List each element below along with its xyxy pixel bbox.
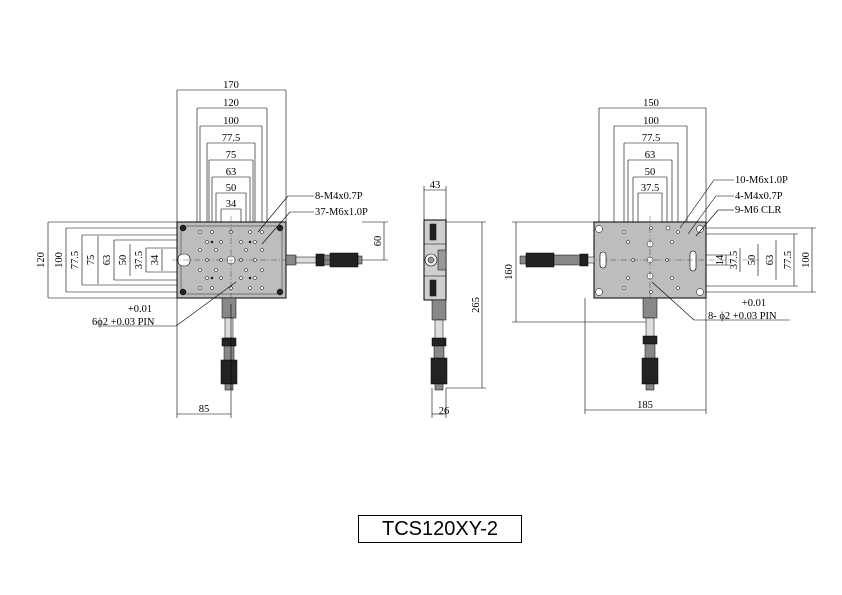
front-ldim-63: 63 (102, 255, 113, 266)
back-dim-37-5: 37.5 (641, 183, 659, 194)
back-bottom-micrometer (641, 297, 659, 391)
back-rdim-50: 50 (747, 255, 758, 266)
back-ldim-160: 160 (504, 264, 515, 280)
front-ldim-100: 100 (54, 252, 65, 268)
front-dim-50: 50 (226, 183, 237, 194)
front-left-dimensions: 120 100 77.5 75 63 50 37.5 34 (36, 221, 177, 299)
front-dim-75: 75 (226, 150, 237, 161)
back-hole-grid (622, 225, 680, 294)
side-dim-26: 26 (439, 406, 450, 417)
back-left-micrometer (519, 251, 607, 269)
front-stage (172, 216, 296, 304)
back-bdim-185: 185 (637, 400, 653, 411)
back-dim-77-5: 77.5 (642, 133, 660, 144)
front-ldim-37-5: 37.5 (134, 251, 145, 269)
back-top-dimensions: 150 100 77.5 63 50 37.5 (598, 98, 707, 222)
back-dim-63: 63 (645, 150, 656, 161)
back-rdim-63: 63 (765, 255, 776, 266)
back-callout-m6: 10-M6x1.0P (735, 175, 788, 186)
front-dim-170: 170 (223, 80, 239, 91)
front-dim-120: 120 (223, 98, 239, 109)
front-view: 170 120 100 77.5 75 63 50 (36, 80, 388, 418)
front-dim-63: 63 (226, 167, 237, 178)
front-top-dimensions: 170 120 100 77.5 75 63 50 (176, 80, 287, 262)
back-callout-m4: 4-M4x0.7P (735, 191, 783, 202)
front-ldim-75: 75 (86, 255, 97, 266)
back-pin-tol: +0.01 (742, 298, 766, 309)
front-ldim-34: 34 (150, 254, 161, 265)
drawing-title: TCS120XY-2 (358, 515, 522, 543)
front-rdim-60: 60 (373, 236, 384, 247)
front-pin-tol: +0.01 (128, 304, 152, 315)
back-rdim-14: 14 (715, 254, 726, 265)
back-dim-50: 50 (645, 167, 656, 178)
front-dim-34: 34 (226, 199, 237, 210)
back-view: 150 100 77.5 63 50 37.5 160 (504, 98, 816, 414)
back-dim-150: 150 (643, 98, 659, 109)
back-rdim-77-5: 77.5 (783, 251, 794, 269)
front-pin-note: 6ϕ2 +0.03 PIN (92, 317, 155, 328)
back-rdim-37-5: 37.5 (729, 251, 740, 269)
front-bottom-micrometer (220, 297, 238, 391)
front-bdim-85: 85 (199, 404, 210, 415)
front-ldim-50: 50 (118, 255, 129, 266)
back-right-dimensions: 14 37.5 50 63 77.5 100 (706, 227, 816, 293)
back-rdim-100: 100 (801, 252, 812, 268)
side-view: 43 265 26 (423, 180, 486, 418)
back-dim-100: 100 (643, 116, 659, 127)
back-stage (588, 216, 760, 306)
front-ldim-77-5: 77.5 (70, 251, 81, 269)
front-ldim-120: 120 (36, 252, 47, 268)
side-dim-43: 43 (430, 180, 441, 191)
front-right-micrometer (285, 252, 363, 268)
side-dim-265: 265 (471, 297, 482, 313)
front-dim-100: 100 (223, 116, 239, 127)
back-pin-note: 8- ϕ2 +0.03 PIN (708, 311, 777, 322)
front-hole-grid (198, 230, 264, 290)
front-dim-77-5: 77.5 (222, 133, 240, 144)
front-callout-m4: 8-M4x0.7P (315, 191, 363, 202)
back-callout-clr: 9-M6 CLR (735, 205, 781, 216)
front-callout-m6: 37-M6x1.0P (315, 207, 368, 218)
